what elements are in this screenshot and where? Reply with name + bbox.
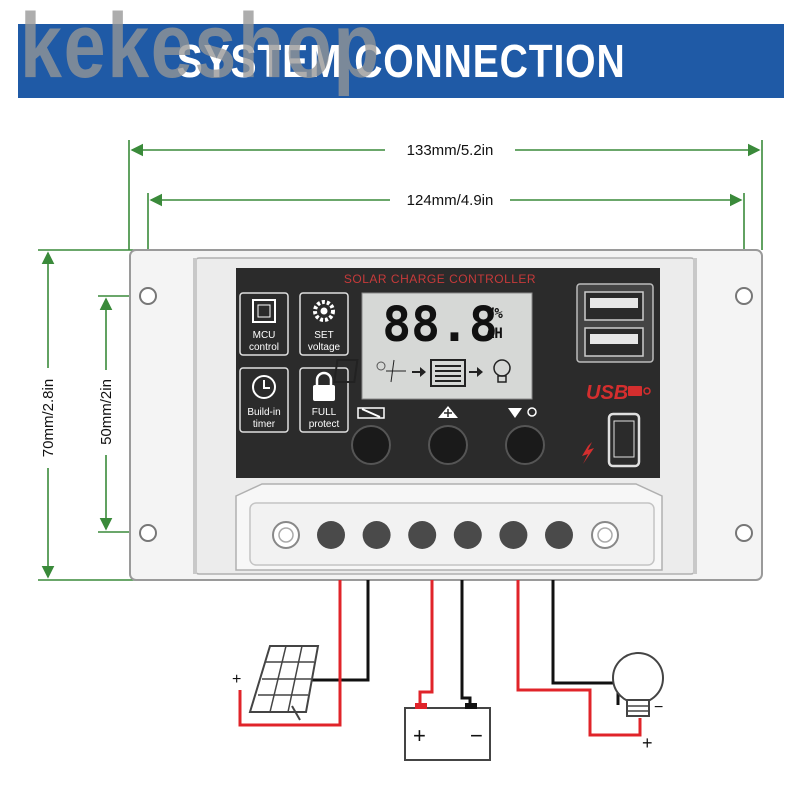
feature-mcu-label2: control	[249, 342, 279, 353]
feature-protect: FULL protect	[299, 367, 349, 433]
down-button[interactable]	[505, 425, 545, 465]
banner: SYSTEM CONNECTION	[18, 24, 784, 98]
terminal-holes	[317, 521, 573, 549]
banner-title: SYSTEM CONNECTION	[176, 35, 626, 87]
lock-icon	[313, 371, 335, 401]
inner-height-label: 50mm/2in	[98, 379, 115, 445]
battery-plus-sign: +	[413, 723, 426, 748]
terminal-hole-6	[545, 521, 573, 549]
mount-hole-top-right	[735, 287, 753, 305]
lcd-unit-bottom: AH	[486, 326, 503, 342]
dimension-lines	[38, 140, 763, 581]
menu-icon	[357, 407, 385, 419]
outer-width-label: 133mm/5.2in	[407, 142, 494, 159]
battery-minus-sign: −	[470, 723, 483, 748]
solar-panel-icon	[248, 645, 320, 721]
usb-ports	[576, 283, 654, 363]
mount-hole-top-left	[139, 287, 157, 305]
down-bulb-icon	[508, 407, 537, 418]
lcd-arrow-icon-2	[469, 367, 483, 377]
terminal-block	[235, 483, 663, 571]
up-button[interactable]	[428, 425, 468, 465]
lcd-battery-icon	[430, 359, 466, 387]
feature-set-label1: SET	[314, 330, 333, 341]
lcd-bulb-icon	[493, 359, 511, 383]
terminal-hole-5	[499, 521, 528, 549]
load-minus-sign: −	[654, 699, 663, 716]
usb-label: USB	[586, 382, 628, 404]
terminal-hole-2	[362, 521, 391, 549]
lcd-unit-top: V%	[486, 306, 503, 322]
feature-timer: Build-in timer	[239, 367, 289, 433]
load-positive-wire	[516, 580, 642, 737]
solar-minus-sign: -	[312, 671, 317, 688]
lcd-solar-panel-icon	[333, 359, 406, 383]
battery-icon	[404, 703, 491, 761]
bulb-icon	[612, 652, 664, 717]
mcu-chip-icon	[252, 299, 276, 323]
usb-battery-icon	[628, 386, 651, 396]
feature-mcu-label1: MCU	[253, 330, 276, 341]
lcd-digits: 88.8	[382, 297, 498, 353]
battery-positive-wire	[418, 580, 434, 708]
mount-hole-bottom-left	[139, 524, 157, 542]
feature-protect-label2: protect	[309, 419, 340, 430]
feature-timer-label1: Build-in	[247, 407, 280, 418]
watermark: kekeshop	[20, 0, 382, 97]
solar-negative-wire	[308, 580, 370, 682]
feature-timer-label2: timer	[253, 419, 276, 430]
lcd-arrow-icon	[412, 367, 426, 377]
lcd-screen: 88.8 V% AH	[333, 292, 533, 400]
lcd-sun-icon	[376, 361, 386, 371]
feature-mcu: MCU control	[239, 292, 289, 356]
up-icon	[438, 406, 458, 418]
clock-icon	[252, 375, 276, 399]
load-negative-wire	[551, 580, 620, 705]
battery-negative-wire	[460, 580, 472, 708]
feature-set-voltage: SET voltage	[299, 292, 349, 356]
phone-icon	[607, 412, 641, 468]
feature-protect-label1: FULL	[312, 407, 337, 418]
terminal-hole-1	[317, 521, 345, 549]
gear-icon	[313, 300, 335, 322]
solar-plus-sign: +	[232, 671, 241, 688]
outer-height-label: 70mm/2.8in	[40, 379, 57, 457]
wires	[238, 580, 642, 737]
menu-button[interactable]	[351, 425, 391, 465]
terminal-hole-3	[408, 521, 437, 549]
load-plus-sign: +	[642, 733, 653, 753]
inner-width-label: 124mm/4.9in	[407, 192, 494, 209]
terminal-hole-4	[453, 521, 482, 549]
lightning-icon	[582, 442, 594, 464]
mount-hole-bottom-right	[735, 524, 753, 542]
panel-header: SOLAR CHARGE CONTROLLER	[344, 272, 536, 286]
feature-set-label2: voltage	[308, 342, 341, 353]
